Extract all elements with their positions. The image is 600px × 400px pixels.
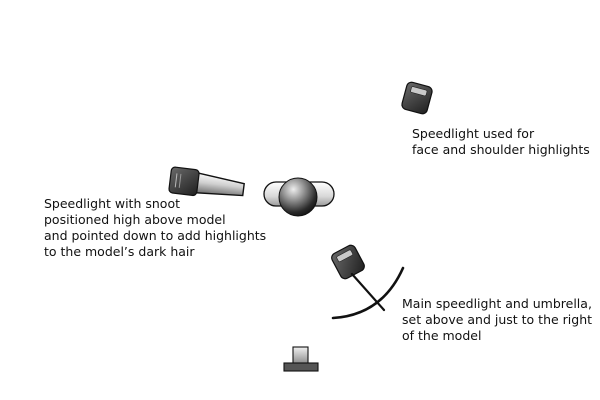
snoot-speedlight-label-line: to the model’s dark hair	[44, 244, 195, 259]
camera-icon	[283, 346, 319, 372]
face-speedlight-label-line: face and shoulder highlights	[412, 142, 590, 157]
face-speedlight-label: Speedlight used for face and shoulder hi…	[412, 126, 590, 158]
main-speedlight-label: Main speedlight and umbrella, set above …	[402, 296, 592, 344]
snoot-speedlight-icon	[168, 166, 245, 197]
snoot-speedlight-label-line: Speedlight with snoot	[44, 196, 180, 211]
speedlight-icon	[401, 81, 433, 115]
snoot-speedlight-label-line: and pointed down to add highlights	[44, 228, 267, 243]
model-head-icon	[263, 177, 335, 217]
main-speedlight-label-line: Main speedlight and umbrella,	[402, 296, 592, 311]
main-speedlight-icon	[331, 244, 365, 280]
snoot-speedlight-label: Speedlight with snoot positioned high ab…	[44, 196, 266, 260]
main-speedlight-label-line: set above and just to the right	[402, 312, 593, 327]
umbrella-icon	[331, 266, 405, 320]
face-speedlight-label-line: Speedlight used for	[412, 126, 535, 141]
snoot-speedlight-label-line: positioned high above model	[44, 212, 226, 227]
main-speedlight-label-line: of the model	[402, 328, 482, 343]
